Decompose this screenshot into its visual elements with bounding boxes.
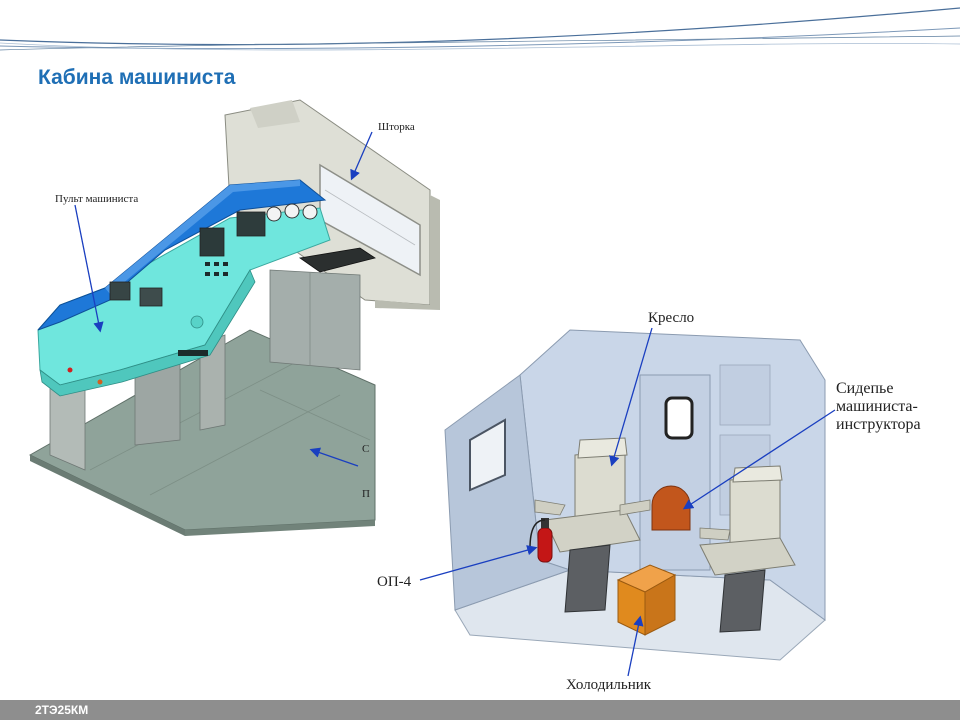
label-floor-partial-2: П: [362, 488, 370, 500]
extinguisher: [529, 518, 553, 563]
label-chair: Кресло: [648, 310, 695, 326]
footer-bar: 2ТЭ25КМ: [0, 700, 960, 720]
label-instructor-seat-line3: инструктора: [836, 416, 921, 433]
footer-model-label: 2ТЭ25КМ: [35, 703, 89, 717]
arrow-fridge: [627, 615, 644, 677]
cab-window: [319, 163, 421, 277]
slide-title: Кабина машиниста: [38, 66, 236, 89]
instructor-seat: [651, 485, 691, 531]
label-fridge: Холодильник: [566, 677, 652, 693]
label-curtain: Шторка: [378, 121, 415, 133]
fridge-box: [616, 564, 677, 636]
right-chair: [699, 465, 796, 633]
arrow-curtain: [350, 131, 373, 181]
header-decor-lines: [0, 7, 960, 51]
arrow-instructor-seat: [682, 409, 836, 510]
arrow-extinguisher: [419, 545, 538, 581]
label-floor-partial-1: С: [362, 443, 370, 455]
label-instructor-seat-line1: Сидепье: [836, 380, 894, 397]
label-console: Пульт машиниста: [55, 193, 139, 205]
arrow-console: [74, 204, 104, 333]
label-instructor-seat-line2: машиниста-: [836, 398, 918, 415]
left-chair: [534, 437, 651, 613]
console-illustration: [28, 99, 440, 536]
label-extinguisher: ОП-4: [377, 574, 412, 590]
label-instructor-seat: Сидепье машиниста- инструктора: [836, 380, 921, 434]
arrow-floor: [309, 447, 359, 467]
arrow-chair: [609, 327, 653, 467]
pointer-arrows: [74, 131, 836, 677]
cab-interior-illustration: [444, 329, 826, 661]
